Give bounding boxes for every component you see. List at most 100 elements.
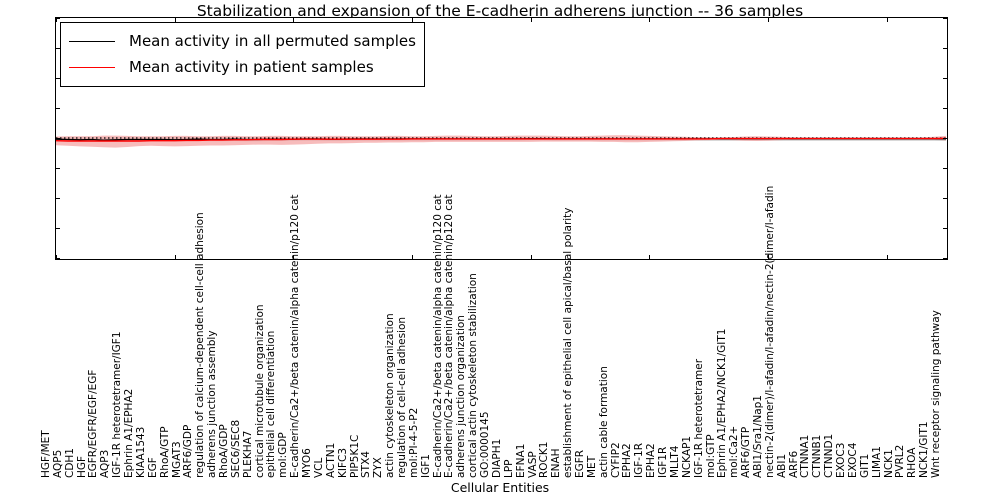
y-tick-mark <box>56 228 60 229</box>
x-tick-label: nectin-2(dimer)/l-afadin/l-afadin/nectin… <box>763 185 776 478</box>
x-tick-label: ARF6/GDP <box>182 424 195 478</box>
y-tick-mark <box>56 18 60 19</box>
x-tick-label: GO:0000145 <box>479 411 492 478</box>
x-tick-label: IGF1R <box>657 446 670 478</box>
x-tick-label: MLLT4 <box>668 445 681 478</box>
chart-legend: Mean activity in all permuted samples Me… <box>60 22 425 87</box>
x-tick-label: regulation of cell-cell adhesion <box>396 316 408 478</box>
x-tick-label: AQP5 <box>51 449 64 478</box>
x-tick-label: RhoA/GTP <box>158 426 171 478</box>
y-tick-mark <box>943 228 947 229</box>
x-tick-label: IGF-1R <box>633 442 646 478</box>
y-tick-mark <box>943 198 947 199</box>
x-tick-label: EFNA1 <box>514 443 527 478</box>
y-tick-mark <box>56 108 60 109</box>
y-tick-mark <box>943 258 947 259</box>
x-tick-mark <box>56 255 57 259</box>
y-tick-mark <box>943 18 947 19</box>
x-tick-mark <box>886 255 888 259</box>
x-tick-label: KIAA1543 <box>134 426 147 478</box>
x-tick-label: MGAT3 <box>170 441 183 478</box>
x-tick-label: ACTN1 <box>324 442 337 478</box>
x-tick-label: ABI1/Sra1/Nap1 <box>752 395 764 478</box>
x-tick-mark <box>649 255 651 259</box>
x-tick-label: epithelial cell differentiation <box>265 330 278 478</box>
x-tick-label: Wnt receptor signaling pathway <box>930 310 942 478</box>
x-tick-mark <box>293 255 295 259</box>
x-tick-label: Ephrin A1/EPHA2/NCK1/GIT1 <box>716 328 729 478</box>
x-tick-label: EGFR <box>574 449 586 478</box>
y-tick-mark <box>56 78 60 79</box>
x-tick-mark <box>530 18 532 22</box>
x-tick-label: CYFIP2 <box>609 442 622 478</box>
confidence-band <box>56 135 946 148</box>
x-tick-label: SEC6/SEC8 <box>229 419 242 478</box>
x-tick-label: EXOC4 <box>846 442 859 478</box>
x-tick-label: ARF6/GTP <box>740 426 753 478</box>
x-tick-label: PLEKHA7 <box>241 430 254 478</box>
x-tick-label: Ephrin A1/EPHA2 <box>123 388 136 478</box>
x-tick-label: ZYX <box>372 457 385 478</box>
x-tick-label: MET <box>585 455 598 478</box>
legend-swatch-patient-line <box>69 66 115 68</box>
x-tick-label: HGF <box>75 455 88 478</box>
x-tick-label: IGF1 <box>419 454 432 478</box>
y-tick-mark <box>56 168 60 169</box>
x-tick-label: actin cable formation <box>597 366 610 478</box>
x-tick-label: STX4 <box>360 451 373 478</box>
x-axis-label: Cellular Entities <box>450 480 550 495</box>
x-tick-mark <box>768 18 769 22</box>
x-tick-mark <box>412 255 413 259</box>
x-tick-label: MYO6 <box>301 448 314 478</box>
plot-area <box>56 18 947 259</box>
x-tick-mark <box>649 18 651 22</box>
x-tick-label: E-cadherin/Ca2+/beta catenin/alpha caten… <box>289 194 302 478</box>
x-tick-label: NCK1/GIT1 <box>918 421 931 478</box>
x-tick-label: LIMA1 <box>870 446 883 478</box>
x-tick-label: GIT1 <box>858 453 871 478</box>
x-tick-label: PVRL2 <box>894 444 907 478</box>
x-tick-label: NCKAP1 <box>680 435 693 478</box>
legend-label-patient: Mean activity in patient samples <box>129 58 374 76</box>
x-tick-label: mol:GTP <box>704 434 717 478</box>
x-tick-label: RhoA/GDP <box>218 424 230 478</box>
legend-item-permuted: Mean activity in all permuted samples <box>69 28 416 54</box>
x-tick-mark <box>56 18 57 22</box>
x-tick-label: ENAH <box>550 448 563 478</box>
legend-swatch-permuted-line <box>69 40 115 42</box>
x-tick-label: ARF6 <box>787 450 800 478</box>
legend-label-permuted: Mean activity in all permuted samples <box>129 32 416 50</box>
x-tick-label: mol:GDP <box>277 432 290 478</box>
series-plot <box>56 135 947 148</box>
x-tick-mark <box>412 18 413 22</box>
x-tick-label: AQP3 <box>99 449 112 478</box>
x-tick-label: E-cadherin/Ca2+/beta catenin/alpha caten… <box>431 194 444 478</box>
x-tick-label: EXOC3 <box>835 442 848 478</box>
x-tick-label: PIP5K1C <box>348 434 361 478</box>
x-tick-label: ABI1 <box>775 453 788 478</box>
x-tick-label: actin cytoskeleton organization <box>384 313 397 478</box>
x-tick-mark <box>530 255 532 259</box>
x-tick-label: ROCK1 <box>538 441 551 478</box>
x-tick-label: EGFR/EGFR/EGF/EGF <box>87 369 100 478</box>
x-tick-label: EGF <box>146 457 159 478</box>
legend-item-patient: Mean activity in patient samples <box>69 54 416 80</box>
y-tick-mark <box>943 78 947 79</box>
x-tick-label: establishment of epithelial cell apical/… <box>562 207 575 478</box>
x-tick-label: VCL <box>312 457 325 478</box>
x-tick-label: CTNNA1 <box>799 434 812 478</box>
x-tick-label: CDH1 <box>63 448 76 478</box>
y-tick-mark <box>943 108 947 109</box>
x-tick-label: adherens junction assembly <box>206 330 219 478</box>
y-tick-mark <box>56 138 60 139</box>
x-tick-label: IGF-1R heterotetramer <box>692 358 705 478</box>
x-tick-label: cortical microtubule organization <box>253 304 266 478</box>
y-tick-mark <box>943 138 947 139</box>
x-tick-label: LPP <box>502 459 515 478</box>
y-tick-mark <box>943 48 947 49</box>
x-tick-label: CTNNB1 <box>811 434 824 478</box>
x-tick-mark <box>293 18 295 22</box>
x-tick-label: E-cadherin/Ca2+/beta catenin/alpha caten… <box>443 194 456 478</box>
x-tick-mark <box>174 18 176 22</box>
